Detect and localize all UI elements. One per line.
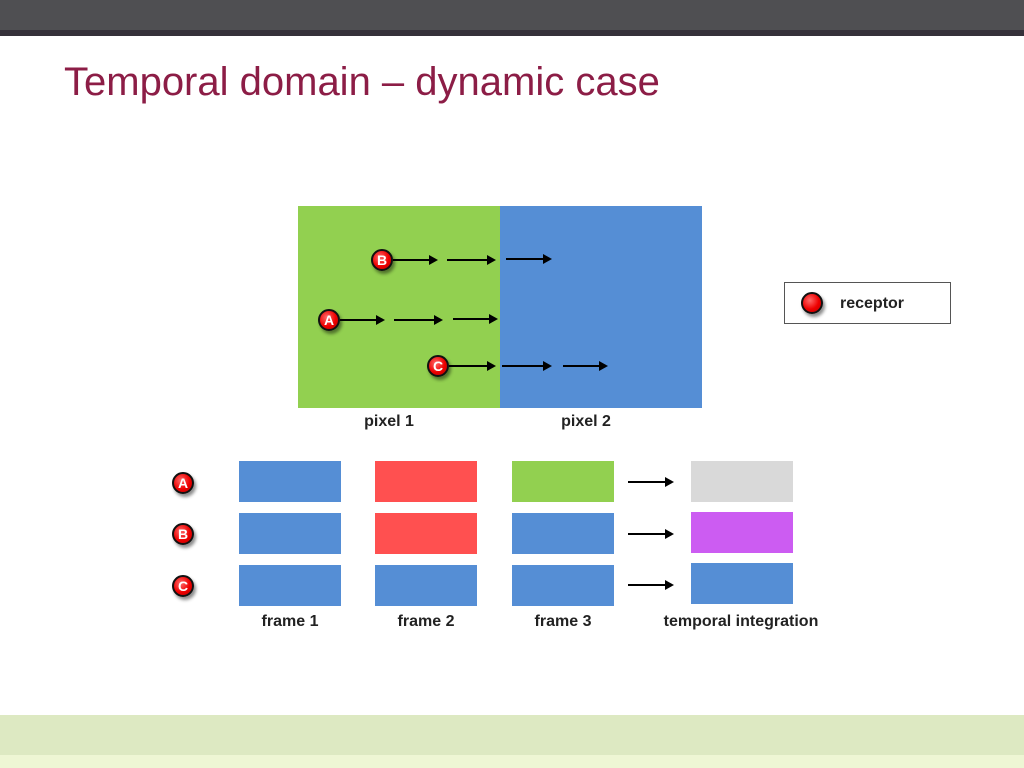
integration-result bbox=[691, 563, 793, 604]
motion-arrow bbox=[393, 255, 438, 265]
motion-arrow bbox=[394, 315, 443, 325]
integration-result bbox=[691, 512, 793, 553]
receptor-a: A bbox=[318, 309, 340, 331]
pixel-1-label: pixel 1 bbox=[364, 413, 414, 430]
frame-cell bbox=[375, 513, 477, 554]
motion-arrow bbox=[340, 315, 385, 325]
frame-cell bbox=[375, 461, 477, 502]
top-banner bbox=[0, 0, 1024, 30]
frame-cell bbox=[239, 565, 341, 606]
frame-cell bbox=[239, 513, 341, 554]
pixel-2-area bbox=[500, 206, 702, 408]
frame-cell bbox=[512, 565, 614, 606]
row-c-receptor: C bbox=[172, 575, 194, 597]
frame-cell bbox=[375, 565, 477, 606]
row-a-receptor: A bbox=[172, 472, 194, 494]
integration-arrow bbox=[628, 580, 674, 590]
frame-cell bbox=[512, 461, 614, 502]
footer-band bbox=[0, 715, 1024, 755]
temporal-integration-label: temporal integration bbox=[663, 613, 819, 630]
motion-arrow bbox=[502, 361, 552, 371]
motion-arrow bbox=[506, 254, 552, 264]
frame-1-label: frame 1 bbox=[261, 613, 319, 630]
frame-3-label: frame 3 bbox=[534, 613, 592, 630]
motion-arrow bbox=[449, 361, 496, 371]
legend-label: receptor bbox=[840, 295, 905, 312]
frame-cell bbox=[512, 513, 614, 554]
frame-cell bbox=[239, 461, 341, 502]
integration-arrow bbox=[628, 477, 674, 487]
footer-strip bbox=[0, 755, 1024, 768]
top-banner-line bbox=[0, 30, 1024, 36]
legend-box: receptor bbox=[784, 282, 951, 324]
pixel-1-area bbox=[298, 206, 500, 408]
integration-arrow bbox=[628, 529, 674, 539]
receptor-b: B bbox=[371, 249, 393, 271]
integration-result bbox=[691, 461, 793, 502]
slide-title: Temporal domain – dynamic case bbox=[64, 60, 660, 104]
frame-2-label: frame 2 bbox=[397, 613, 455, 630]
motion-arrow bbox=[563, 361, 608, 371]
motion-arrow bbox=[447, 255, 496, 265]
legend-receptor-icon bbox=[801, 292, 823, 314]
receptor-c: C bbox=[427, 355, 449, 377]
row-b-receptor: B bbox=[172, 523, 194, 545]
pixel-2-label: pixel 2 bbox=[561, 413, 611, 430]
motion-arrow bbox=[453, 314, 498, 324]
